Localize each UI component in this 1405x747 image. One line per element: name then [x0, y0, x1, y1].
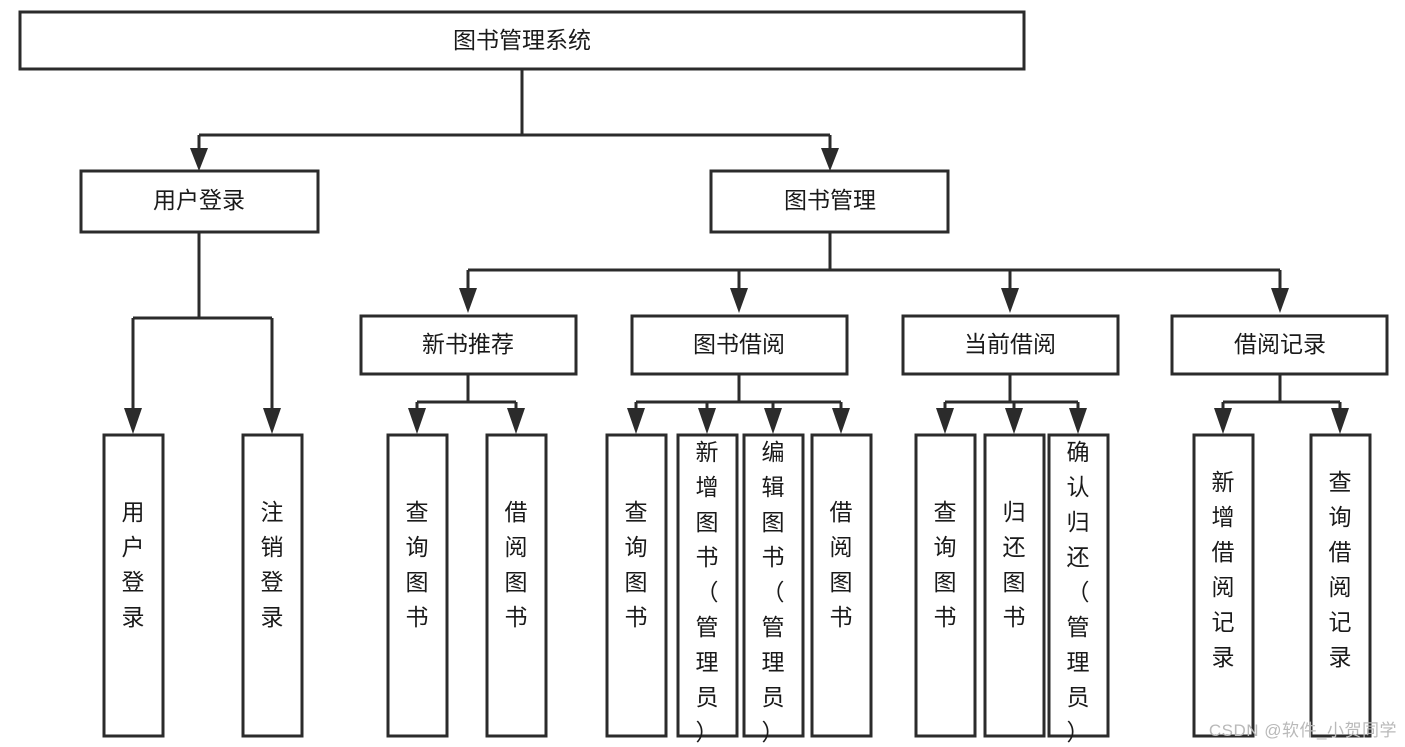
- node-leaf-user-login-label: 用户登录: [122, 499, 145, 630]
- node-leaf-add-book[interactable]: 新增图书（管理员）: [676, 433, 739, 745]
- arrow-to-leaf-query-book-3: [936, 408, 954, 434]
- arrow-root-to-book-manage: [821, 148, 839, 171]
- arrow-to-current-borrow: [1001, 288, 1019, 313]
- connectors: [124, 69, 1349, 434]
- node-leaf-return-book[interactable]: 归还图书: [983, 433, 1046, 738]
- node-leaf-user-login[interactable]: 用户登录: [102, 433, 165, 738]
- node-leaf-confirm-return-label: 确认归还（管理员）: [1067, 439, 1090, 745]
- node-leaf-query-record-box[interactable]: [1309, 433, 1372, 738]
- node-leaf-borrow-book-2-label: 借阅图书: [830, 499, 853, 630]
- arrow-to-leaf-return-book: [1005, 408, 1023, 434]
- arrow-to-leaf-add-record: [1214, 408, 1232, 434]
- node-book-manage[interactable]: 图书管理: [709, 169, 950, 234]
- arrow-to-leaf-query-book-2: [627, 408, 645, 434]
- node-book-manage-box[interactable]: [709, 169, 950, 234]
- arrow-to-leaf-query-record: [1331, 408, 1349, 434]
- node-borrow-record-box[interactable]: [1170, 314, 1389, 376]
- arrow-to-book-borrow: [730, 288, 748, 313]
- node-leaf-confirm-return-box[interactable]: [1047, 433, 1110, 738]
- node-leaf-query-book-2-box[interactable]: [605, 433, 668, 738]
- csdn-watermark: CSDN @软件_小贺同学: [1208, 721, 1397, 740]
- node-leaf-add-record-box[interactable]: [1192, 433, 1255, 738]
- node-current-borrow-box[interactable]: [901, 314, 1120, 376]
- arrow-to-leaf-user-logout: [263, 408, 281, 434]
- node-current-borrow-label: 当前借阅: [964, 331, 1056, 357]
- arrow-to-leaf-query-book-1: [408, 408, 426, 434]
- node-leaf-query-book-3[interactable]: 查询图书: [914, 433, 977, 738]
- node-new-book-recommend-label: 新书推荐: [422, 331, 514, 357]
- node-leaf-add-book-label: 新增图书（管理员）: [696, 439, 719, 745]
- node-leaf-edit-book-box[interactable]: [742, 433, 805, 738]
- node-leaf-user-logout[interactable]: 注销登录: [241, 433, 304, 738]
- node-book-borrow-label: 图书借阅: [693, 331, 785, 357]
- arrow-root-to-user-login: [190, 148, 208, 171]
- node-new-book-recommend-box[interactable]: [359, 314, 578, 376]
- node-user-login-box[interactable]: [79, 169, 320, 234]
- node-leaf-query-book-1-box[interactable]: [386, 433, 449, 738]
- node-leaf-add-record-label: 新增借阅记录: [1212, 469, 1235, 670]
- node-user-login[interactable]: 用户登录: [79, 169, 320, 234]
- arrow-to-leaf-user-login: [124, 408, 142, 434]
- node-leaf-user-login-box[interactable]: [102, 433, 165, 738]
- node-leaf-user-logout-box[interactable]: [241, 433, 304, 738]
- node-leaf-add-record[interactable]: 新增借阅记录: [1192, 433, 1255, 738]
- node-leaf-query-record[interactable]: 查询借阅记录: [1309, 433, 1372, 738]
- node-leaf-borrow-book-2-box[interactable]: [810, 433, 873, 738]
- node-book-borrow-box[interactable]: [630, 314, 849, 376]
- node-leaf-query-book-2-label: 查询图书: [625, 499, 648, 630]
- node-new-book-recommend[interactable]: 新书推荐: [359, 314, 578, 376]
- node-leaf-query-book-1-label: 查询图书: [406, 499, 429, 630]
- arrow-to-leaf-borrow-book-1: [507, 408, 525, 434]
- node-leaf-user-logout-label: 注销登录: [261, 499, 284, 630]
- node-book-manage-label: 图书管理: [784, 187, 876, 213]
- arrow-to-leaf-edit-book: [764, 408, 782, 434]
- node-current-borrow[interactable]: 当前借阅: [901, 314, 1120, 376]
- node-leaf-query-book-2[interactable]: 查询图书: [605, 433, 668, 738]
- arrow-to-leaf-borrow-book-2: [832, 408, 850, 434]
- node-leaf-borrow-book-1-label: 借阅图书: [505, 499, 528, 630]
- node-leaf-return-book-box[interactable]: [983, 433, 1046, 738]
- node-borrow-record-label: 借阅记录: [1234, 331, 1326, 357]
- arrow-to-leaf-confirm-return: [1069, 408, 1087, 434]
- node-root[interactable]: 图书管理系统: [18, 10, 1026, 71]
- node-book-borrow[interactable]: 图书借阅: [630, 314, 849, 376]
- node-leaf-edit-book[interactable]: 编辑图书（管理员）: [742, 433, 805, 745]
- node-user-login-label: 用户登录: [153, 187, 245, 213]
- node-leaf-query-record-label: 查询借阅记录: [1329, 469, 1352, 670]
- node-leaf-borrow-book-1[interactable]: 借阅图书: [485, 433, 548, 738]
- node-leaf-query-book-3-box[interactable]: [914, 433, 977, 738]
- node-borrow-record[interactable]: 借阅记录: [1170, 314, 1389, 376]
- leaf-nodes: 用户登录 注销登录 查询图书 借阅图书 查询图书 新增图书（管理员） 编辑图书（…: [102, 433, 1372, 745]
- node-leaf-edit-book-label: 编辑图书（管理员）: [762, 439, 785, 745]
- arrow-to-borrow-record: [1271, 288, 1289, 313]
- node-leaf-query-book-1[interactable]: 查询图书: [386, 433, 449, 738]
- node-leaf-return-book-label: 归还图书: [1003, 499, 1026, 630]
- node-leaf-add-book-box[interactable]: [676, 433, 739, 738]
- node-leaf-query-book-3-label: 查询图书: [934, 499, 957, 630]
- node-leaf-confirm-return[interactable]: 确认归还（管理员）: [1047, 433, 1110, 745]
- node-leaf-borrow-book-1-box[interactable]: [485, 433, 548, 738]
- arrow-to-new-book-recommend: [459, 288, 477, 313]
- arrow-to-leaf-add-book: [698, 408, 716, 434]
- node-leaf-borrow-book-2[interactable]: 借阅图书: [810, 433, 873, 738]
- node-root-box[interactable]: [18, 10, 1026, 71]
- node-root-label: 图书管理系统: [453, 27, 591, 53]
